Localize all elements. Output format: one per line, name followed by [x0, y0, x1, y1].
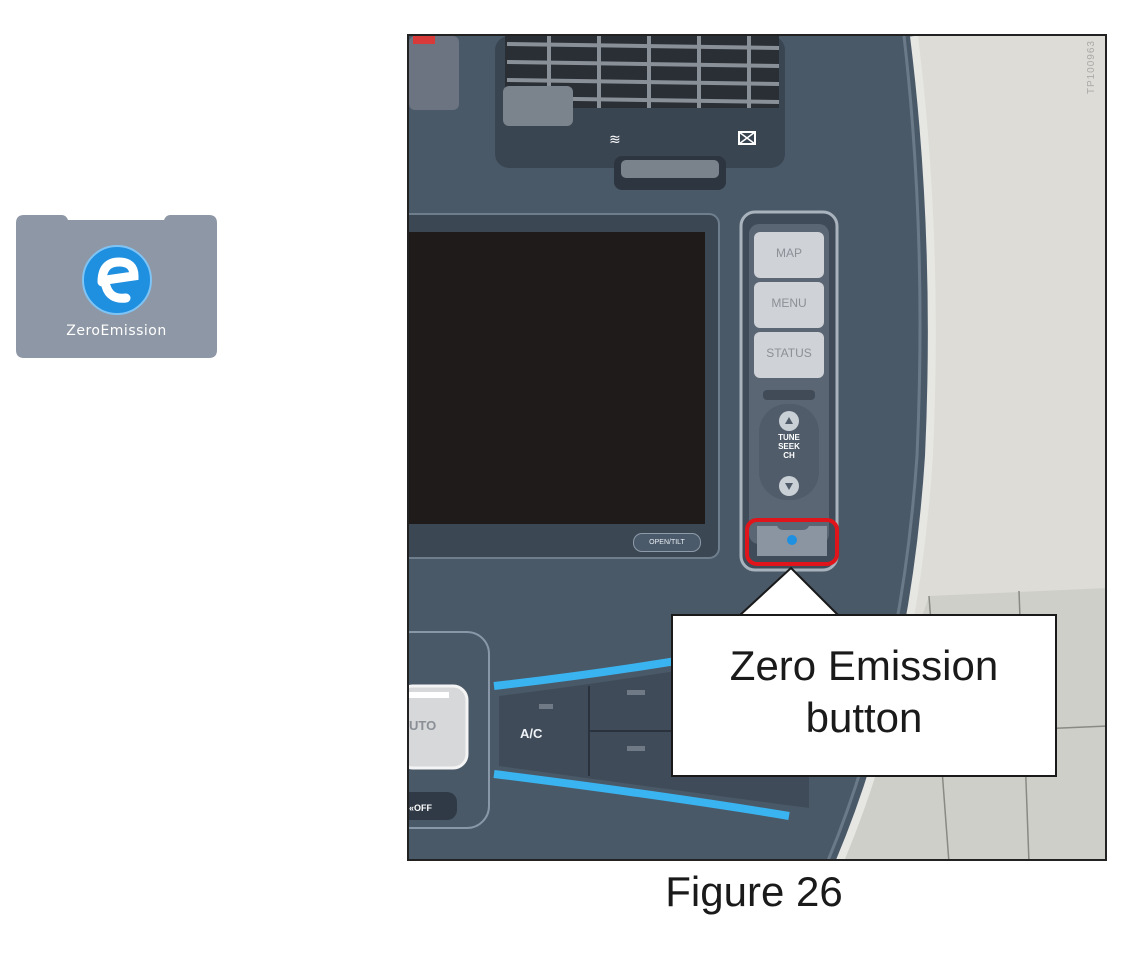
figure-id: TP100963 — [1086, 40, 1097, 95]
ch-label: CH — [783, 451, 795, 460]
figure-caption: Figure 26 — [665, 868, 843, 915]
zero-emission-icon: ZeroEmission — [14, 212, 219, 360]
callout-line-2: button — [805, 694, 923, 741]
ac-button[interactable]: A/C — [520, 726, 543, 741]
callout-line-1: Zero Emission — [729, 642, 999, 689]
tune-label: TUNE — [778, 433, 800, 442]
status-button[interactable]: STATUS — [766, 346, 812, 360]
svg-text:≋: ≋ — [609, 132, 621, 148]
off-button[interactable]: «OFF — [409, 803, 433, 813]
map-button[interactable]: MAP — [775, 246, 802, 260]
menu-button[interactable]: MENU — [771, 296, 807, 310]
tune-seek-ch-control[interactable]: TUNE SEEK CH — [769, 433, 809, 460]
auto-button[interactable]: UTO — [409, 718, 437, 733]
seek-label: SEEK — [778, 442, 800, 451]
open-tilt-button[interactable]: OPEN/TILT — [633, 533, 701, 552]
callout-box: Zero Emission button — [671, 614, 1057, 777]
zero-emission-icon-label: ZeroEmission — [66, 323, 167, 339]
figure-26: ≋ TP100963 — [407, 34, 1107, 861]
